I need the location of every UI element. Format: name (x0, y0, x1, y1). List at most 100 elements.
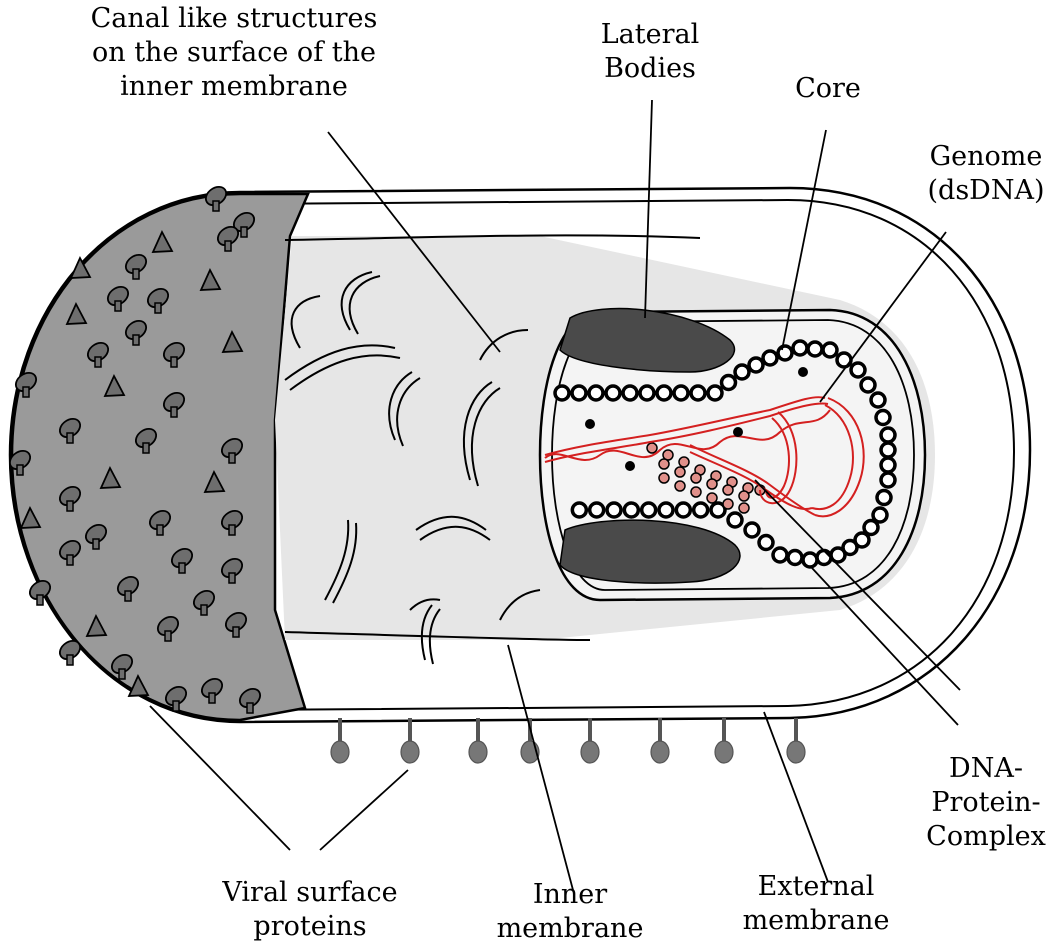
surface-protein-stalk (155, 303, 161, 313)
core-bead (555, 386, 569, 400)
surface-protein-stalk (157, 525, 163, 535)
core-bead (642, 503, 656, 517)
core-bead (881, 473, 895, 487)
core-bead (728, 513, 742, 527)
surface-protein-stalk (125, 591, 131, 601)
complex-bead (739, 503, 749, 513)
surface-protein-stalk (67, 433, 73, 443)
core-bead (676, 503, 690, 517)
complex-bead (675, 481, 685, 491)
surface-protein-stalk (115, 301, 121, 311)
core-bead (572, 503, 586, 517)
surface-protein-stalk (201, 605, 207, 615)
peg-head (787, 741, 805, 763)
surface-protein-stalk (179, 563, 185, 573)
surface-protein-stalk (171, 357, 177, 367)
surface-protein-stalk (229, 453, 235, 463)
core-bead (871, 393, 885, 407)
surface-protein-stalk (143, 443, 149, 453)
core-bead (837, 353, 851, 367)
core-bead (623, 386, 637, 400)
core-bead (640, 386, 654, 400)
surface-protein-stalk (119, 669, 125, 679)
core-bead (773, 548, 787, 562)
surface-protein-stalk (93, 539, 99, 549)
peg-head (715, 741, 733, 763)
label-viral-surface-proteins: Viral surface proteins (200, 876, 420, 944)
complex-bead (679, 457, 689, 467)
complex-bead (707, 493, 717, 503)
core-bead (606, 386, 620, 400)
core-bead (735, 365, 749, 379)
surface-protein-stalk (247, 703, 253, 713)
surface-protein-stalk (37, 595, 43, 605)
surface-protein-stalk (171, 407, 177, 417)
surface-protein-stalk (173, 701, 179, 711)
core-bead (759, 536, 773, 550)
label-dna-protein-complex: DNA- Protein- Complex (918, 752, 1054, 854)
complex-bead (723, 485, 733, 495)
core-bead (745, 523, 759, 537)
core-bead (607, 503, 621, 517)
surface-cap (12, 194, 308, 720)
core-bead (749, 358, 763, 372)
surface-protein-stalk (165, 631, 171, 641)
core-bead (722, 376, 736, 390)
complex-bead (707, 479, 717, 489)
peg-head (651, 741, 669, 763)
core-bead (788, 551, 802, 565)
core-bead (861, 378, 875, 392)
label-inner-membrane: Inner membrane (490, 878, 650, 946)
core-bead (823, 343, 837, 357)
core-bead (876, 411, 890, 425)
core-bead (694, 503, 708, 517)
core-bead (572, 386, 586, 400)
core-bead (590, 503, 604, 517)
complex-bead (739, 491, 749, 501)
complex-bead (659, 473, 669, 483)
surface-protein-stalk (241, 227, 247, 237)
core-bead (851, 363, 865, 377)
core-bead (778, 346, 792, 360)
label-core: Core (778, 72, 878, 106)
surface-protein-stalk (213, 201, 219, 211)
core-bead (808, 342, 822, 356)
peg-head (581, 741, 599, 763)
core-bead (763, 351, 777, 365)
surface-protein-stalk (17, 465, 23, 475)
surface-protein-stalk (67, 655, 73, 665)
surface-protein-stalk (95, 357, 101, 367)
core-bead (659, 503, 673, 517)
bottom-surface-proteins (331, 718, 805, 763)
complex-bead (675, 467, 685, 477)
peg-head (469, 741, 487, 763)
core-bead (589, 386, 603, 400)
core-bead (881, 428, 895, 442)
surface-protein-stalk (209, 693, 215, 703)
core-bead (877, 491, 891, 505)
label-genome: Genome (dsDNA) (918, 140, 1054, 208)
label-external-membrane: External membrane (736, 870, 896, 938)
core-bead (881, 458, 895, 472)
core-bead (793, 341, 807, 355)
surface-protein-stalk (133, 335, 139, 345)
surface-protein-stalk (233, 627, 239, 637)
surface-protein-stalk (23, 387, 29, 397)
core-bead (657, 386, 671, 400)
surface-protein-stalk (133, 269, 139, 279)
surface-protein-stalk (229, 525, 235, 535)
core-bead (881, 443, 895, 457)
core-bead (708, 386, 722, 400)
complex-bead (647, 443, 657, 453)
complex-bead (723, 499, 733, 509)
complex-bead (659, 459, 669, 469)
surface-protein-stalk (67, 555, 73, 565)
complex-bead (691, 473, 701, 483)
surface-protein-stalk (229, 573, 235, 583)
peg-head (331, 741, 349, 763)
core-bead (817, 551, 831, 565)
core-bead (624, 503, 638, 517)
complex-bead (691, 487, 701, 497)
